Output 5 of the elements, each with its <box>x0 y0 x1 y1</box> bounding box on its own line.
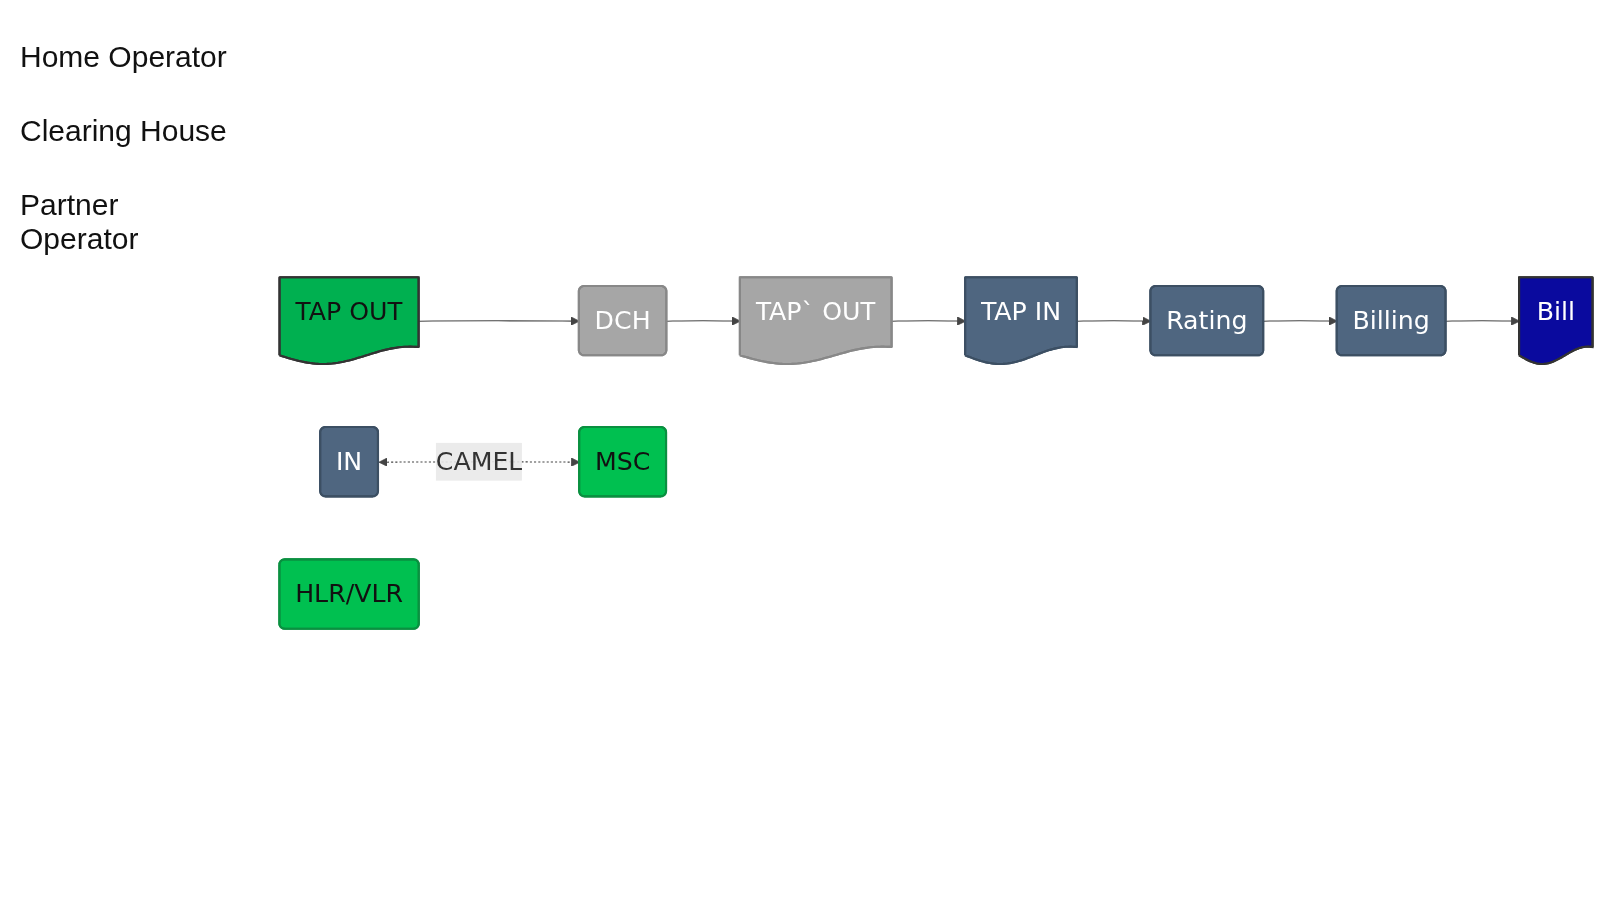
arrow <box>1445 315 1520 326</box>
zone-label: Home Operator <box>20 40 228 74</box>
edge-label: CAMEL <box>435 446 523 476</box>
zone-label: Clearing House <box>20 114 228 148</box>
zone-label: Partner Operator <box>20 188 140 256</box>
